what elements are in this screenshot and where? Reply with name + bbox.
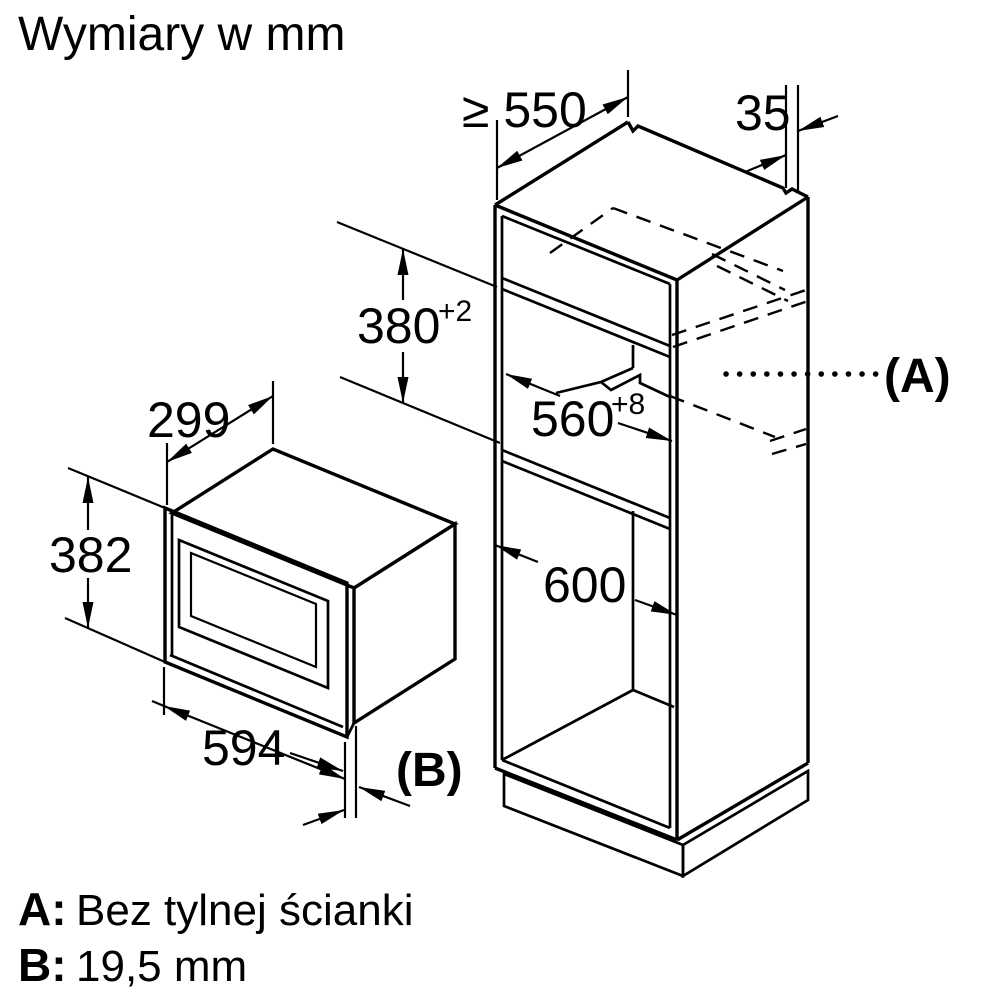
- legend-a-key: A:: [18, 883, 67, 935]
- dim-cabinet-width-label: 600: [543, 557, 626, 613]
- upper-shelf-front-edge: [501, 276, 671, 348]
- cabinet-side-top-edge: [676, 195, 809, 282]
- microwave-top-face: [168, 447, 459, 590]
- dim-niche-width-label: 560: [531, 391, 614, 447]
- door-body-step-edge: [345, 722, 356, 738]
- dim-rear-gap-label: 35: [735, 85, 791, 141]
- dim-microwave-width-label: 594: [202, 720, 285, 776]
- floor-left-edge: [501, 688, 634, 762]
- dim-microwave-depth: 299: [147, 381, 275, 505]
- dim-min-wall-distance: ≥ 550: [462, 70, 630, 200]
- floor-back-edge: [632, 688, 675, 709]
- page-title: Wymiary w mm: [18, 8, 346, 61]
- dim-microwave-depth-label: 299: [147, 392, 230, 448]
- door-window-inner-frame: [189, 551, 318, 669]
- dim-niche-height-tolerance: +2: [438, 295, 472, 328]
- plinth-right-face: [681, 768, 810, 879]
- legend: A: Bez tylnej ścianki B: 19,5 mm: [18, 883, 413, 991]
- door-window-outer-frame: [177, 537, 330, 691]
- plinth-front-face: [502, 772, 685, 878]
- legend-b-text: 19,5 mm: [76, 942, 247, 991]
- dim-niche-height-label: 380: [357, 298, 440, 354]
- dim-microwave-height: 382: [49, 466, 166, 664]
- dim-niche-height: 380 +2: [336, 220, 501, 445]
- cabinet-top-front-edge: [494, 203, 678, 282]
- upper-shelf-thickness-edge: [501, 287, 671, 359]
- niche-floor-thickness-edge: [501, 459, 671, 531]
- dim-min-wall-distance-label: ≥ 550: [462, 82, 587, 138]
- microwave-right-face: [352, 520, 457, 727]
- frame-top-inner-edge: [501, 214, 671, 286]
- cabinet-bottom-front-edge: [494, 766, 678, 842]
- callout-b-label: (B): [396, 744, 463, 797]
- floor-front-edge: [501, 758, 671, 830]
- callout-a-label: (A): [884, 350, 951, 403]
- callout-b: (B): [289, 726, 463, 827]
- cabinet-drawing: [493, 120, 810, 879]
- dim-niche-width: 560 +8: [505, 372, 673, 447]
- dim-niche-width-tolerance: +8: [611, 388, 645, 421]
- legend-a-text: Bez tylnej ścianki: [76, 886, 413, 935]
- callout-a: (A): [723, 350, 951, 403]
- dim-microwave-width: 594: [151, 667, 347, 818]
- dim-cabinet-width: 600: [494, 543, 678, 617]
- microwave-drawing: [163, 447, 459, 740]
- cabinet-side-bottom-edge: [676, 761, 809, 842]
- legend-b-key: B:: [18, 939, 67, 991]
- dim-microwave-height-label: 382: [49, 527, 132, 583]
- hidden-back-edges: [549, 206, 809, 456]
- microwave-door-outline: [163, 505, 349, 740]
- dim-rear-gap: 35: [735, 85, 839, 193]
- niche-rear-cutout: [600, 372, 671, 399]
- cabinet-back-edge-notched: [626, 121, 809, 199]
- niche-floor-front-edge: [501, 448, 671, 520]
